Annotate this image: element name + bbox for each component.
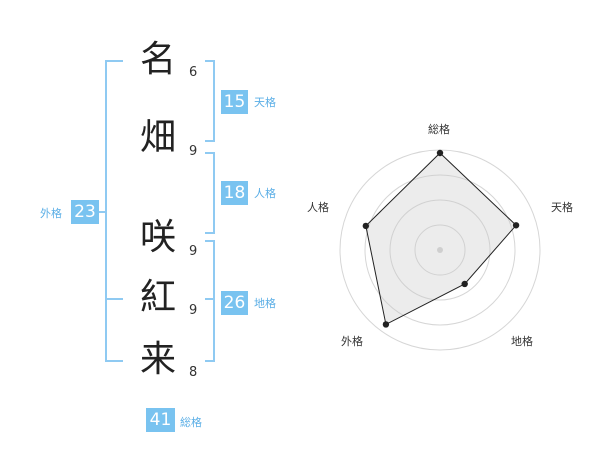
radar-point-soukaku	[436, 149, 444, 157]
name-char-2: 畑	[139, 117, 176, 158]
stroke-count-2: 9	[189, 144, 198, 159]
stroke-count-4: 9	[189, 303, 198, 318]
radar-value-polygon	[365, 152, 517, 326]
gaikaku-divider-tick	[105, 298, 123, 300]
chikaku-divider-tick	[205, 298, 213, 300]
name-char-1: 名	[139, 39, 176, 80]
tenkaku-bracket	[205, 60, 215, 142]
stroke-count-5: 8	[189, 365, 198, 380]
radar-label-chikaku: 地格	[511, 335, 533, 348]
radar-point-tenkaku	[512, 222, 520, 229]
gaikaku-label: 外格	[40, 207, 62, 220]
jinkaku-label: 人格	[254, 187, 276, 200]
name-char-5: 来	[139, 339, 176, 380]
soukaku-label: 総格	[180, 416, 202, 429]
radar-point-gaikaku	[382, 321, 390, 328]
radar-label-jinkaku: 人格	[307, 201, 329, 214]
soukaku-score-badge: 41	[146, 408, 175, 432]
radar-point-chikaku	[461, 280, 468, 288]
name-char-3: 咲	[139, 217, 176, 258]
radar-ring-2	[389, 199, 491, 301]
chikaku-label: 地格	[254, 297, 276, 310]
jinkaku-score-badge: 18	[221, 181, 248, 205]
chikaku-bracket	[205, 240, 215, 362]
gaikaku-connector	[99, 211, 107, 213]
radar-center-dot	[437, 247, 443, 253]
radar-label-gaikaku: 外格	[341, 335, 363, 348]
radar-label-soukaku: 総格	[428, 123, 450, 136]
radar-ring-3	[364, 174, 516, 326]
name-char-4: 紅	[139, 277, 176, 318]
stroke-count-1: 6	[189, 65, 198, 80]
jinkaku-bracket	[205, 152, 215, 234]
radar-point-jinkaku	[362, 222, 370, 230]
radar-label-tenkaku: 天格	[551, 201, 573, 214]
chikaku-score-badge: 26	[221, 291, 248, 315]
radar-ring-1	[414, 224, 466, 276]
tenkaku-label: 天格	[254, 96, 276, 109]
stroke-count-3: 9	[189, 244, 198, 259]
gaikaku-score-badge: 23	[71, 200, 99, 224]
tenkaku-score-badge: 15	[221, 90, 248, 114]
